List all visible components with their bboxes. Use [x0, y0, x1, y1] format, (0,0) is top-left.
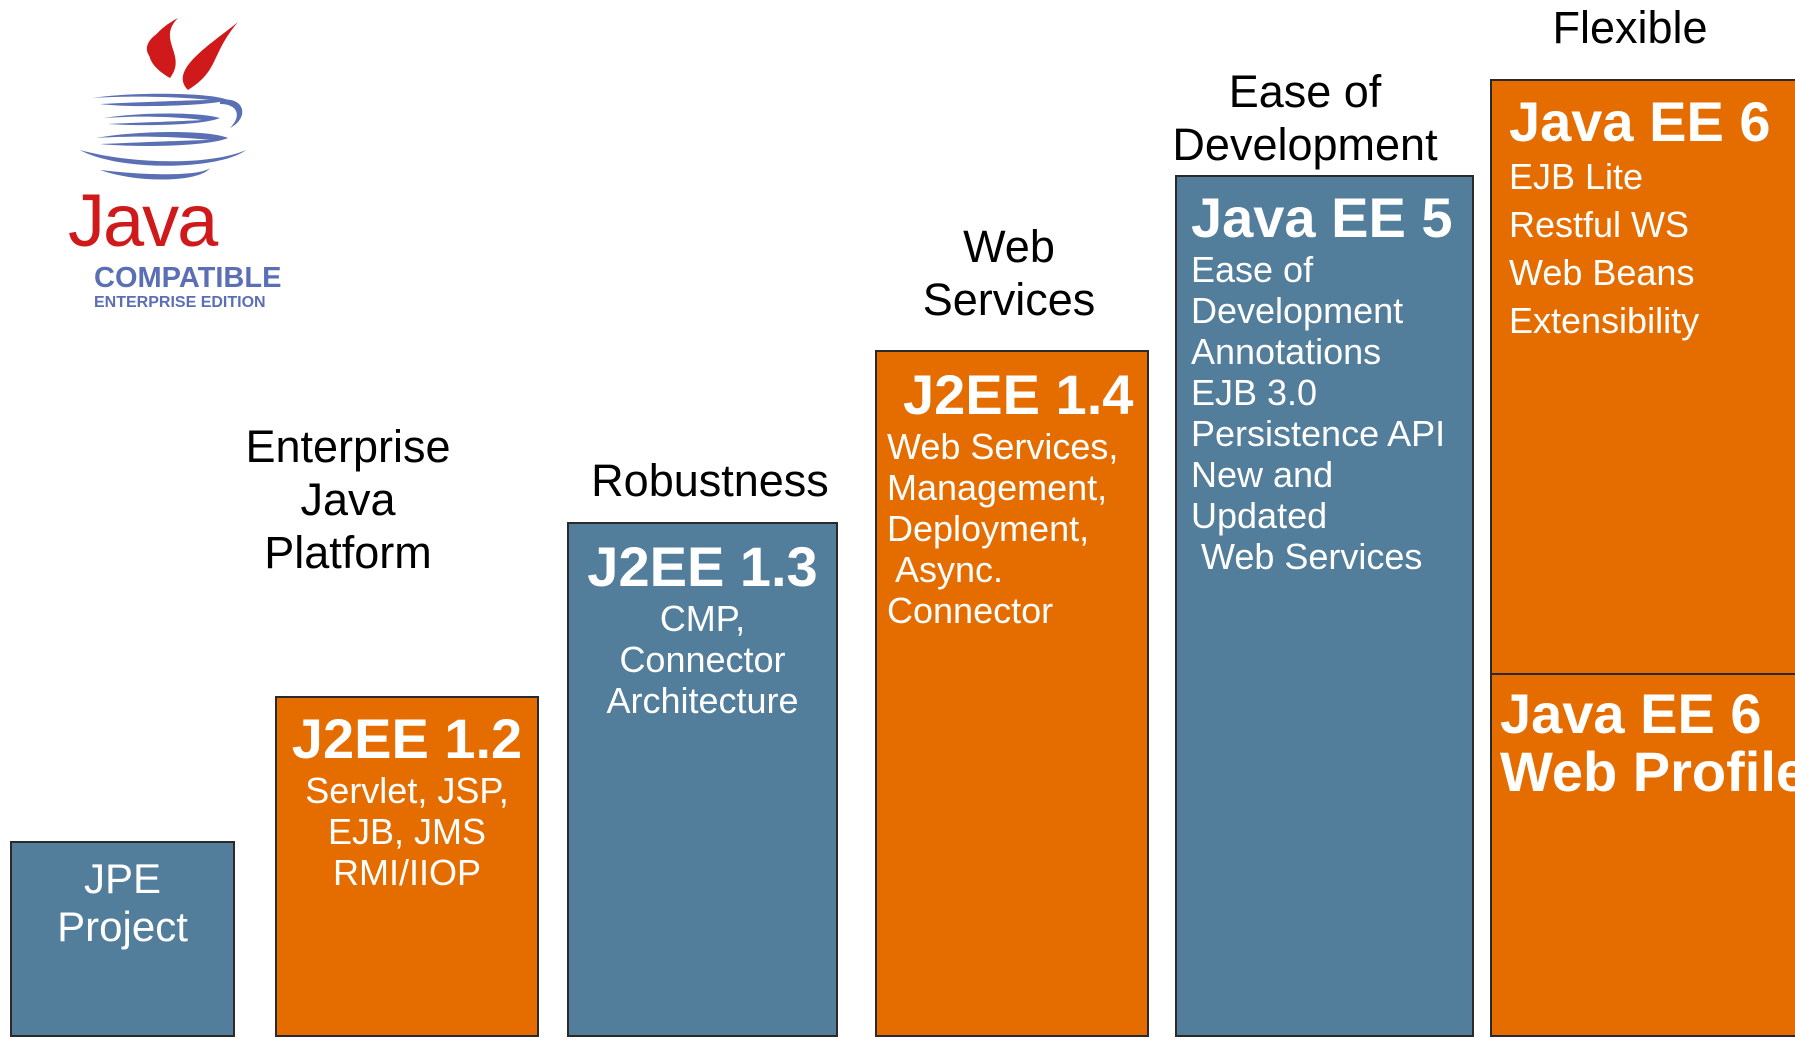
- feature-line: Connector: [619, 639, 786, 680]
- web-profile-line: Java EE 6: [1500, 682, 1762, 745]
- release-block-j2ee-1-4: J2EE 1.4 Web Services, Management, Deplo…: [875, 350, 1149, 1037]
- feature-line: Web Services: [1191, 536, 1423, 577]
- feature-line: CMP,: [659, 598, 746, 639]
- theme-label-java-ee-6: Flexible: [1480, 1, 1780, 54]
- release-title: J2EE 1.2: [291, 707, 523, 770]
- logo-edition-text: ENTERPRISE EDITION: [94, 294, 266, 311]
- theme-label-java-ee-5: Ease of Development: [1155, 65, 1455, 171]
- theme-label-j2ee-1-4: Web Services: [859, 220, 1159, 326]
- feature-line: Architecture: [606, 680, 799, 721]
- feature-line: Async.: [887, 549, 1004, 590]
- release-block-java-ee-6-web-profile: Java EE 6 Web Profile: [1490, 673, 1795, 1037]
- feature-line: EJB Lite: [1509, 156, 1644, 197]
- feature-line: EJB, JMS: [327, 811, 487, 852]
- feature-line: Extensibility: [1509, 300, 1700, 341]
- feature-line: Web Beans: [1509, 252, 1695, 293]
- theme-line: Platform: [264, 527, 432, 578]
- theme-line: Robustness: [591, 455, 829, 506]
- release-block-java-ee-5: Java EE 5 Ease of Development Annotation…: [1175, 175, 1474, 1037]
- release-title: Java EE 5: [1191, 186, 1453, 249]
- feature-line: Deployment,: [887, 508, 1090, 549]
- theme-line: Flexible: [1552, 2, 1708, 53]
- theme-label-j2ee-1-2: Enterprise Java Platform: [198, 420, 498, 579]
- feature-line: JPE: [83, 855, 162, 902]
- theme-line: Services: [922, 274, 1096, 325]
- release-title: J2EE 1.3: [587, 535, 818, 598]
- feature-line: EJB 3.0: [1191, 372, 1318, 413]
- feature-line: Servlet, JSP,: [305, 770, 509, 811]
- release-block-jpe-project: JPE Project: [10, 841, 235, 1037]
- feature-line: Annotations: [1191, 331, 1382, 372]
- feature-line: Web Services,: [887, 426, 1119, 467]
- web-profile-line: Web Profile: [1500, 740, 1795, 803]
- release-block-j2ee-1-3: J2EE 1.3 CMP, Connector Architecture: [567, 522, 838, 1037]
- release-title: Java EE 6: [1509, 90, 1771, 153]
- theme-line: Enterprise: [245, 421, 451, 472]
- logo-compatible-text: COMPATIBLE: [94, 262, 281, 294]
- release-title: J2EE 1.4: [903, 363, 1134, 426]
- release-block-java-ee-6: Java EE 6 EJB Lite Restful WS Web Beans …: [1490, 79, 1795, 675]
- logo-wordmark: Java: [68, 179, 219, 262]
- theme-line: Development: [1172, 119, 1438, 170]
- theme-line: Ease of: [1228, 66, 1382, 117]
- feature-line: Restful WS: [1509, 204, 1690, 245]
- feature-line: RMI/IIOP: [332, 852, 481, 893]
- feature-line: Updated: [1191, 495, 1328, 536]
- feature-line: Connector: [887, 590, 1054, 631]
- java-coffee-cup-icon: Java COMPATIBLE ENTERPRISE EDITION: [68, 18, 281, 311]
- theme-line: Web: [963, 221, 1055, 272]
- feature-line: Development: [1191, 290, 1404, 331]
- feature-line: Project: [57, 903, 188, 950]
- theme-line: Java: [300, 474, 396, 525]
- release-block-j2ee-1-2: J2EE 1.2 Servlet, JSP, EJB, JMS RMI/IIOP: [275, 696, 539, 1037]
- feature-line: Ease of: [1191, 249, 1314, 290]
- theme-label-j2ee-1-3: Robustness: [560, 454, 860, 507]
- feature-line: Management,: [887, 467, 1108, 508]
- java-compatible-logo: Java COMPATIBLE ENTERPRISE EDITION: [60, 0, 330, 360]
- feature-line: New and: [1191, 454, 1334, 495]
- feature-line: Persistence API: [1191, 413, 1446, 454]
